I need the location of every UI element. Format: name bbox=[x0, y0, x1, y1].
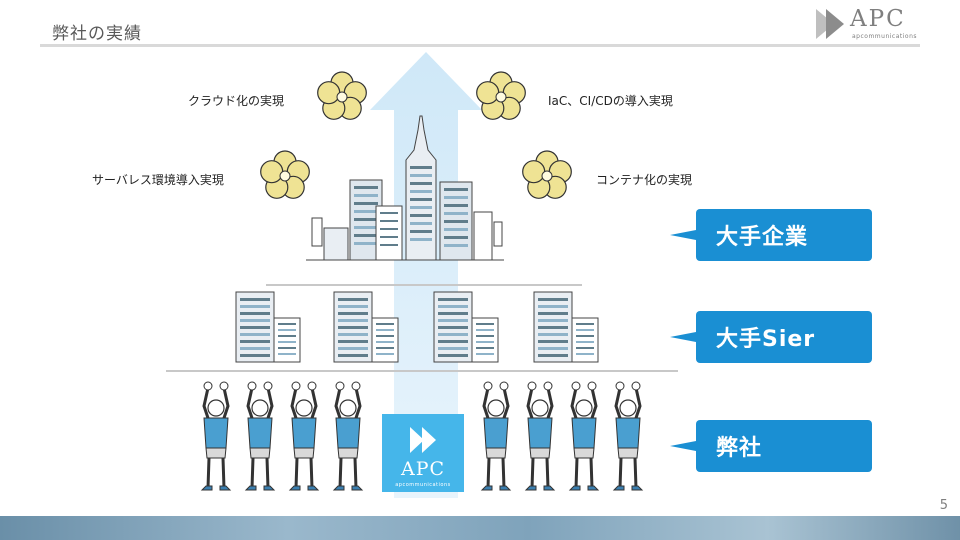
tier-label: 大手Sier bbox=[716, 327, 816, 352]
tier-badge-company: 弊社 bbox=[670, 420, 872, 472]
flower-icon bbox=[522, 150, 572, 199]
tier-badge-sier: 大手Sier bbox=[670, 311, 872, 363]
apc-logo-icon bbox=[816, 9, 844, 39]
logo-name: APC bbox=[850, 6, 906, 32]
apc-logo-subtitle: apcommunications bbox=[395, 482, 451, 488]
office-building-icon bbox=[235, 291, 301, 363]
flower-icon bbox=[317, 71, 367, 120]
growth-arrow bbox=[370, 52, 482, 498]
person-icon bbox=[288, 380, 320, 492]
page-title: 弊社の実績 bbox=[52, 24, 142, 44]
achievement-serverless: サーバレス環境導入実現 bbox=[92, 173, 224, 187]
flower-icon bbox=[260, 150, 310, 199]
person-icon bbox=[244, 380, 276, 492]
logo-subtitle: apcommunications bbox=[852, 33, 918, 40]
office-building-icon bbox=[333, 291, 399, 363]
achievement-container: コンテナ化の実現 bbox=[596, 173, 693, 187]
achievement-cloud: クラウド化の実現 bbox=[188, 94, 285, 108]
person-icon bbox=[524, 380, 556, 492]
flower-icon bbox=[476, 71, 526, 120]
achievement-iac: IaC、CI/CDの導入実現 bbox=[548, 94, 673, 108]
tier-label: 弊社 bbox=[716, 436, 763, 461]
person-icon bbox=[480, 380, 512, 492]
office-building-icon bbox=[433, 291, 499, 363]
apc-logo-box: APC apcommunications bbox=[382, 414, 464, 492]
tier-badge-enterprise: 大手企業 bbox=[670, 209, 872, 261]
title-divider bbox=[40, 44, 920, 47]
apc-logo-name: APC bbox=[400, 458, 446, 480]
person-icon bbox=[568, 380, 600, 492]
person-icon bbox=[332, 380, 364, 492]
person-icon bbox=[200, 380, 232, 492]
company-logo: APC apcommunications bbox=[812, 6, 924, 44]
person-icon bbox=[612, 380, 644, 492]
page-number: 5 bbox=[939, 498, 948, 513]
footer-band bbox=[0, 516, 960, 540]
skyline-icon bbox=[306, 115, 504, 261]
fast-forward-icon bbox=[410, 427, 436, 453]
office-building-icon bbox=[533, 291, 599, 363]
tier-label: 大手企業 bbox=[716, 225, 809, 250]
